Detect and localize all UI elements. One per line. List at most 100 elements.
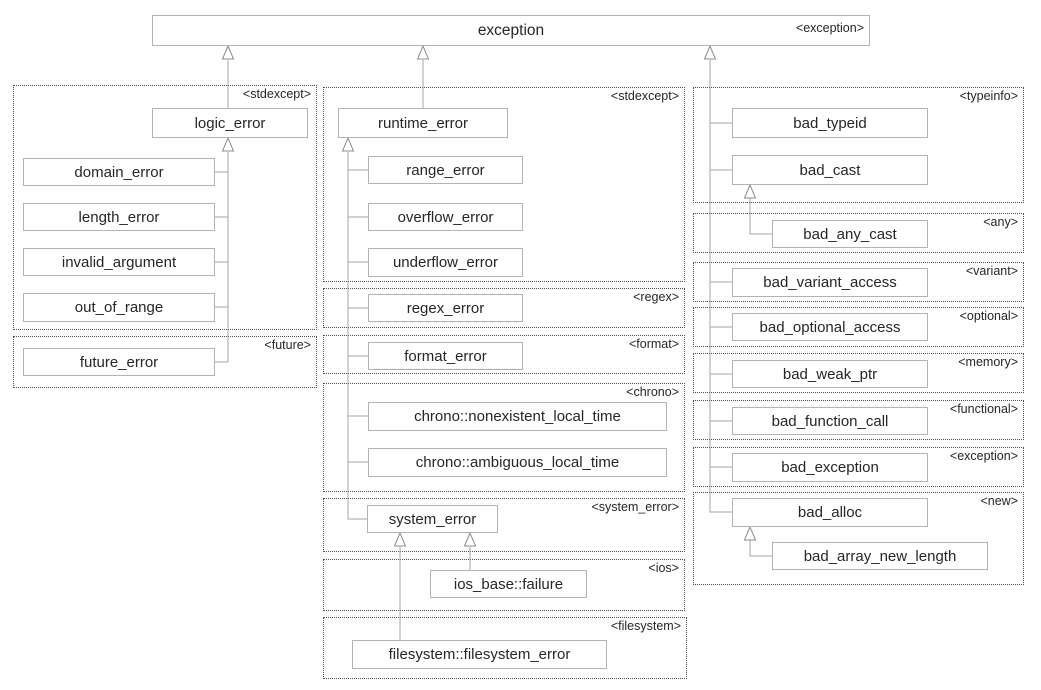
class-box-out_of_range: out_of_range: [23, 293, 215, 322]
header-group-filesystem: <filesystem>: [323, 617, 687, 679]
class-box-bad_exception: bad_exception: [732, 453, 928, 482]
class-box-underflow_error: underflow_error: [368, 248, 523, 277]
header-group-any: <any>: [693, 213, 1024, 253]
class-label-invalid_argument: invalid_argument: [61, 253, 177, 271]
header-label-any: <any>: [983, 215, 1018, 229]
class-label-runtime_error: runtime_error: [377, 114, 469, 132]
class-label-regex_error: regex_error: [406, 299, 485, 317]
header-label-typeinfo: <typeinfo>: [959, 89, 1018, 103]
class-box-bad_array_new_length: bad_array_new_length: [772, 542, 988, 570]
class-label-filesystem_filesystem_error: filesystem::filesystem_error: [388, 646, 571, 663]
class-box-filesystem_filesystem_error: filesystem::filesystem_error: [352, 640, 607, 669]
class-box-chrono_nonexistent_local_time: chrono::nonexistent_local_time: [368, 402, 667, 431]
class-label-out_of_range: out_of_range: [74, 299, 164, 316]
class-label-bad_variant_access: bad_variant_access: [763, 274, 897, 291]
class-label-underflow_error: underflow_error: [392, 254, 499, 271]
header-label-format: <format>: [628, 337, 679, 351]
header-group-format: <format>: [323, 335, 685, 374]
header-group-system_error_grp: <system_error>: [323, 498, 685, 552]
inheritance-arrowhead-bad_alloc-to-bad_array_new_length: [743, 525, 757, 541]
class-label-logic_error: logic_error: [194, 114, 266, 132]
class-label-chrono_ambiguous_local_time: chrono::ambiguous_local_time: [415, 454, 620, 471]
class-box-chrono_ambiguous_local_time: chrono::ambiguous_local_time: [368, 448, 667, 477]
class-label-bad_any_cast: bad_any_cast: [803, 225, 897, 243]
class-box-domain_error: domain_error: [23, 158, 215, 186]
class-label-domain_error: domain_error: [74, 163, 164, 181]
class-box-ios_base_failure: ios_base::failure: [430, 570, 587, 598]
header-label-new_grp: <new>: [980, 494, 1018, 508]
edge-bad_alloc-to-bad_array_new_length: [749, 540, 772, 557]
class-label-range_error: range_error: [406, 161, 485, 179]
class-label-bad_function_call: bad_function_call: [771, 412, 889, 430]
inheritance-arrowhead-exception-to-runtime_error: [416, 44, 430, 60]
class-label-system_error: system_error: [388, 510, 477, 528]
header-label-system_error_grp: <system_error>: [591, 500, 679, 514]
header-group-exception_grp: <exception>: [693, 447, 1024, 487]
header-label-functional: <functional>: [949, 402, 1018, 416]
class-label-ios_base_failure: ios_base::failure: [453, 575, 564, 593]
header-group-chrono: <chrono>: [323, 383, 685, 492]
class-label-bad_optional_access: bad_optional_access: [759, 318, 901, 336]
inheritance-arrowhead-runtime_error-rail: [341, 136, 355, 152]
inheritance-arrowhead-system_error-to-filesystem_error: [393, 531, 407, 547]
class-box-exception: exception: [152, 15, 870, 46]
header-group-stdexcept_left: <stdexcept>: [13, 85, 317, 330]
class-box-invalid_argument: invalid_argument: [23, 248, 215, 276]
inheritance-arrowhead-exception-to-right-rail: [703, 44, 717, 60]
class-label-bad_typeid: bad_typeid: [793, 114, 867, 132]
inheritance-arrowhead-exception-to-logic_error: [221, 44, 235, 60]
class-box-logic_error: logic_error: [152, 108, 308, 138]
header-label-memory: <memory>: [958, 355, 1018, 369]
header-group-variant: <variant>: [693, 262, 1024, 302]
edge-runtime_error-rail: [347, 152, 367, 520]
class-label-bad_exception: bad_exception: [781, 459, 879, 476]
header-group-functional: <functional>: [693, 400, 1024, 440]
inheritance-arrowhead-logic_error-rail: [221, 136, 235, 152]
class-label-bad_weak_ptr: bad_weak_ptr: [782, 365, 878, 383]
header-group-memory: <memory>: [693, 353, 1024, 393]
header-label-optional: <optional>: [959, 309, 1018, 323]
class-box-length_error: length_error: [23, 203, 215, 231]
class-label-format_error: format_error: [404, 347, 487, 365]
class-box-bad_function_call: bad_function_call: [732, 407, 928, 435]
class-box-bad_variant_access: bad_variant_access: [732, 268, 928, 297]
class-label-bad_alloc: bad_alloc: [797, 504, 863, 521]
class-label-bad_cast: bad_cast: [799, 161, 861, 179]
header-label-variant: <variant>: [965, 264, 1018, 278]
class-label-exception: exception: [477, 21, 545, 39]
inheritance-arrowhead-system_error-to-ios_base_failure: [463, 531, 477, 547]
class-box-overflow_error: overflow_error: [368, 203, 523, 231]
header-group-regex: <regex>: [323, 288, 685, 328]
header-label-stdexcept_mid: <stdexcept>: [610, 89, 679, 103]
header-label-future: <future>: [264, 338, 311, 352]
header-group-stdexcept_mid: <stdexcept>: [323, 87, 685, 282]
class-box-bad_typeid: bad_typeid: [732, 108, 928, 138]
header-group-typeinfo: <typeinfo>: [693, 87, 1024, 203]
class-box-bad_weak_ptr: bad_weak_ptr: [732, 360, 928, 388]
header-label-regex: <regex>: [633, 290, 679, 304]
header-group-ios: <ios>: [323, 559, 685, 611]
header-group-optional: <optional>: [693, 307, 1024, 347]
class-box-regex_error: regex_error: [368, 294, 523, 322]
header-group-new_grp: <new>: [693, 492, 1024, 585]
inheritance-arrowhead-bad_cast-to-bad_any_cast: [743, 183, 757, 199]
class-label-overflow_error: overflow_error: [397, 208, 494, 226]
header-group-future: <future>: [13, 336, 317, 388]
header-label-exception_grp: <exception>: [949, 449, 1018, 463]
header-label-filesystem: <filesystem>: [610, 619, 681, 633]
class-label-chrono_nonexistent_local_time: chrono::nonexistent_local_time: [414, 408, 621, 425]
header-label-stdexcept_left: <stdexcept>: [242, 87, 311, 101]
class-label-length_error: length_error: [78, 208, 160, 226]
class-label-bad_array_new_length: bad_array_new_length: [803, 547, 957, 565]
edge-bad_cast-to-bad_any_cast: [749, 198, 772, 235]
class-box-range_error: range_error: [368, 156, 523, 184]
header-label-ios: <ios>: [648, 561, 679, 575]
edge-exception-to-right-rail: [709, 60, 732, 513]
class-box-bad_cast: bad_cast: [732, 155, 928, 185]
class-label-future_error: future_error: [79, 353, 159, 371]
class-box-bad_any_cast: bad_any_cast: [772, 220, 928, 248]
class-box-runtime_error: runtime_error: [338, 108, 508, 138]
class-box-system_error: system_error: [367, 505, 498, 533]
class-box-future_error: future_error: [23, 348, 215, 376]
